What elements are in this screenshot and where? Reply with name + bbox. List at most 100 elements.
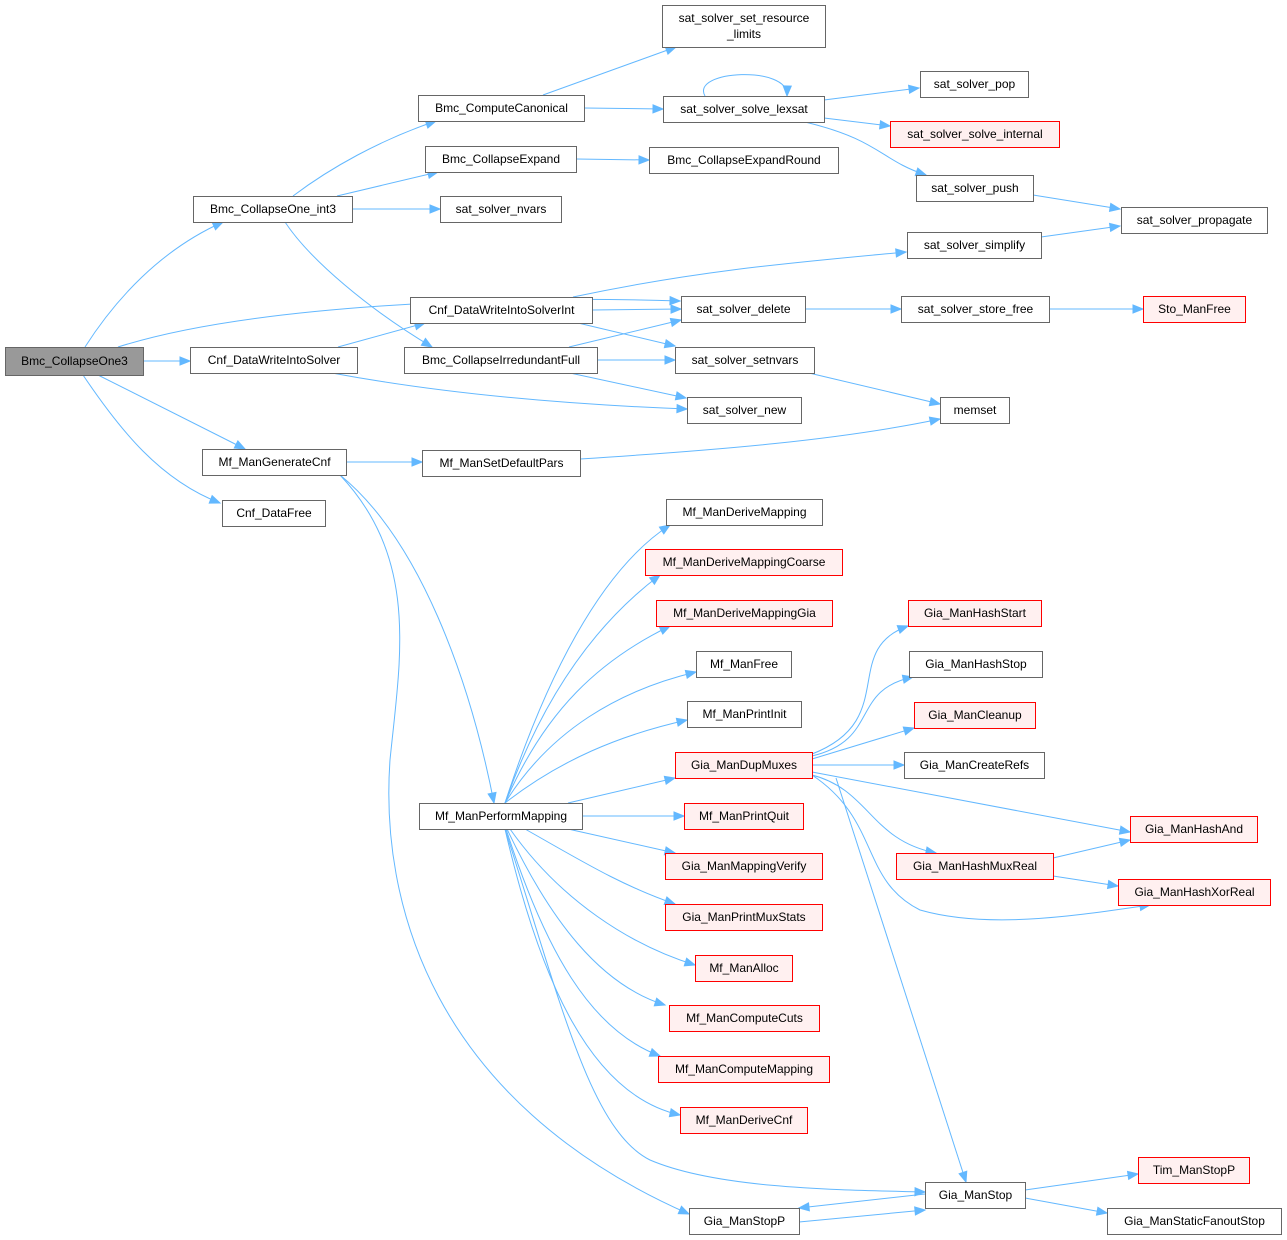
arrow-head-icon [677,1205,691,1215]
edge-line [84,221,224,348]
node-box [663,96,825,123]
function-node[interactable]: Bmc_ComputeCanonical [418,95,585,122]
nodes-layer: Bmc_CollapseOne3Bmc_CollapseOne_int3Bmc_… [5,5,1282,1235]
node-label: Gia_ManHashStop [925,657,1027,671]
function-node[interactable]: Mf_ManDeriveCnf [680,1107,808,1134]
function-node[interactable]: sat_solver_delete [681,296,806,323]
function-node[interactable]: sat_solver_setnvars [675,347,815,374]
arrow-head-icon [914,167,928,177]
function-node[interactable]: sat_solver_solve_lexsat [663,96,825,123]
node-box [665,904,823,931]
function-node[interactable]: Gia_ManStaticFanoutStop [1107,1208,1282,1235]
function-node[interactable]: Cnf_DataWriteIntoSolverInt [410,297,593,324]
function-node[interactable]: Gia_ManStop [925,1182,1026,1209]
function-node[interactable]: Mf_ManDeriveMappingGia [656,600,833,627]
function-node[interactable]: Mf_ManPerformMapping [419,803,583,830]
function-node[interactable]: memset [940,397,1010,424]
function-node[interactable]: Cnf_DataFree [222,500,326,527]
arrow-head-icon [1132,304,1145,314]
edge-line [577,322,676,347]
function-node[interactable]: Mf_ManPrintQuit [684,803,804,830]
node-label: Gia_ManMappingVerify [682,859,807,873]
call-edge [577,322,677,349]
node-box [904,752,1045,779]
function-node[interactable]: sat_solver_push [916,175,1034,202]
node-box [907,232,1042,259]
node-label: Gia_ManStopP [704,1214,785,1228]
edge-line [504,524,671,804]
node-box [666,499,823,526]
function-node[interactable]: Bmc_CollapseExpandRound [649,147,839,174]
function-node[interactable]: sat_solver_new [687,397,802,424]
call-edge [583,104,665,114]
function-node[interactable]: sat_solver_solve_internal [890,121,1060,148]
function-node[interactable]: Mf_ManComputeMapping [658,1056,830,1083]
function-node[interactable]: Gia_ManHashMuxReal [896,853,1054,880]
function-node[interactable]: Gia_ManHashAnd [1130,816,1258,843]
arrow-head-icon [797,1202,810,1212]
function-node[interactable]: Mf_ManDeriveMapping [666,499,823,526]
node-box [656,600,833,627]
function-node[interactable]: Gia_ManHashXorReal [1118,879,1271,906]
function-node[interactable]: sat_solver_nvars [440,196,562,223]
function-node[interactable]: Gia_ManPrintMuxStats [665,904,823,931]
function-node[interactable]: Gia_ManCreateRefs [904,752,1045,779]
function-node[interactable]: Tim_ManStopP [1138,1157,1250,1184]
node-box [1118,879,1271,906]
function-node[interactable]: sat_solver_store_free [901,296,1050,323]
node-box [940,397,1010,424]
arrow-head-icon [664,355,677,365]
function-node[interactable]: Bmc_CollapseExpand [425,146,577,173]
edge-line [569,372,687,399]
function-node[interactable]: Gia_ManCleanup [914,702,1036,729]
call-edge [702,74,793,98]
function-node[interactable]: Cnf_DataWriteIntoSolver [190,347,358,374]
call-edge [1024,1170,1140,1191]
node-label: Bmc_CollapseOne3 [21,354,128,368]
call-edge [524,828,677,906]
function-node[interactable]: sat_solver_set_resource_limits [662,5,826,48]
node-box [649,147,839,174]
node-box [418,95,585,122]
edge-line [579,418,941,460]
function-node[interactable]: Bmc_CollapseOne_int3 [193,196,353,223]
function-node[interactable]: sat_solver_simplify [907,232,1042,259]
function-node[interactable]: Mf_ManAlloc [695,955,793,982]
function-node[interactable]: Mf_ManComputeCuts [669,1005,820,1032]
function-node[interactable]: Bmc_CollapseIrredundantFull [404,347,598,374]
edge-line [337,322,426,348]
function-node[interactable]: sat_solver_propagate [1121,207,1268,234]
node-box [1138,1157,1250,1184]
edge-line [1052,875,1119,887]
function-node[interactable]: sat_solver_pop [920,71,1029,98]
node-box [669,1005,820,1032]
node-label: sat_solver_solve_lexsat [680,102,808,116]
node-label: Mf_ManPrintQuit [699,809,790,823]
function-node[interactable]: Gia_ManMappingVerify [665,853,823,880]
edge-line [504,828,926,1193]
function-node[interactable]: Mf_ManFree [696,651,792,678]
function-node[interactable]: Sto_ManFree [1143,296,1246,323]
call-edge [1052,875,1120,890]
function-node[interactable]: Mf_ManSetDefaultPars [422,450,581,477]
function-node[interactable]: Gia_ManStopP [689,1208,800,1235]
node-box [925,1182,1026,1209]
edge-line [509,828,696,966]
arrow-head-icon [179,356,192,366]
edge-line [82,374,221,504]
arrow-head-icon [663,338,677,349]
arrow-head-icon [958,1170,968,1184]
function-node[interactable]: Gia_ManHashStop [909,651,1043,678]
arrow-head-icon [928,416,942,426]
edge-line [504,625,671,804]
edge-line [811,625,909,755]
node-box [675,347,815,374]
function-node[interactable]: Mf_ManGenerateCnf [202,449,347,476]
function-node[interactable]: Gia_ManDupMuxes [675,752,813,779]
node-box [419,803,583,830]
node-box [687,397,802,424]
edge-line [284,221,433,348]
function-node[interactable]: Gia_ManHashStart [908,600,1042,627]
function-node[interactable]: Mf_ManDeriveMappingCoarse [645,549,843,576]
function-node[interactable]: Mf_ManPrintInit [687,701,802,728]
